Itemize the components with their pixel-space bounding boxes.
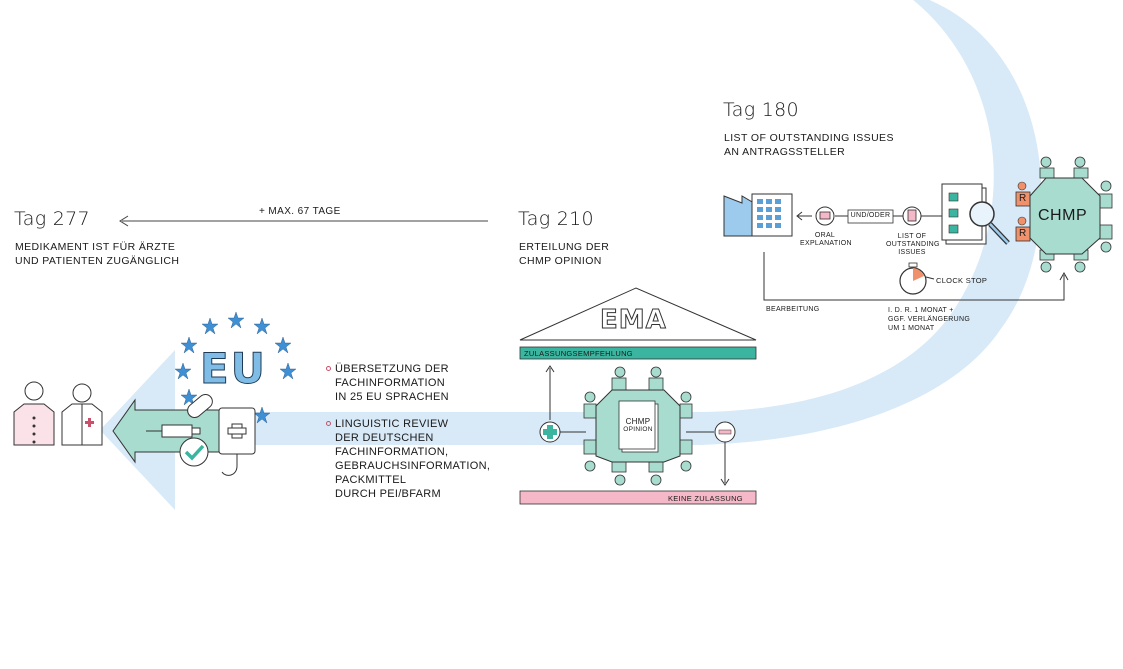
ema-roof: [519, 287, 757, 341]
approval-bar: [519, 346, 757, 360]
pill-icon: [187, 394, 213, 418]
doc-line2: OPINION: [623, 426, 653, 433]
day180-caption-line1: LIST OF OUTSTANDING ISSUES: [724, 132, 894, 144]
bearbeitung-loop: [763, 252, 1065, 301]
step0-line1: FACHINFORMATION: [335, 377, 446, 389]
day277-caption: MEDIKAMENT IST FÜR ÄRZTE UND PATIENTEN Z…: [15, 240, 179, 268]
chmp-table-icon: [1029, 156, 1113, 273]
day277-caption-line1: MEDIKAMENT IST FÜR ÄRZTE: [15, 241, 176, 253]
chmp-opinion-table: [583, 366, 693, 486]
max-days-label: + MAX. 67 TAGE: [259, 206, 341, 217]
day210-caption-line2: CHMP OPINION: [519, 255, 602, 267]
r-badge-top: R: [1019, 193, 1027, 204]
stars-icon: [174, 311, 297, 424]
bearbeitung-label: BEARBEITUNG: [766, 306, 820, 313]
step1-line0: LINGUISTIC REVIEW: [335, 418, 449, 430]
r-badge-bottom: R: [1019, 228, 1027, 239]
step1-line3: GEBRAUCHSINFORMATION,: [335, 460, 491, 472]
duration-line1: I. D. R. 1 MONAT +: [888, 307, 954, 314]
iv-bag-icon: [218, 407, 256, 476]
list-issues-line2: OUTSTANDING: [886, 241, 940, 248]
checklist-icon: [941, 183, 987, 245]
chmp-opinion-doc-label: CHMP OPINION: [620, 418, 656, 434]
clock-stop-label: CLOCK STOP: [936, 276, 988, 285]
rejection-bar-label: KEINE ZULASSUNG: [668, 494, 743, 503]
step1-line5: DURCH PEI/BFARM: [335, 488, 441, 500]
step1-line2: FACHINFORMATION,: [335, 446, 449, 458]
document-icon: [902, 206, 922, 226]
step0-line2: IN 25 EU SPRACHEN: [335, 391, 449, 403]
list-issues-line1: LIST OF: [897, 233, 927, 240]
factory-icon: [723, 193, 793, 237]
day277-caption-line2: UND PATIENTEN ZUGÄNGLICH: [15, 255, 180, 267]
stopwatch-icon: [899, 262, 935, 295]
duration-line2: GGF. VERLÄNGERUNG: [888, 316, 971, 323]
duration-line3: UM 1 MONAT: [888, 325, 935, 332]
check-icon: [179, 437, 209, 467]
minus-icon: [714, 421, 736, 443]
approval-bar-label: ZULASSUNGSEMPFEHLUNG: [524, 349, 633, 358]
day210-caption-line1: ERTEILUNG DER: [519, 241, 610, 253]
patient-icon: [13, 381, 55, 446]
magnifier-icon: [969, 201, 1010, 245]
duration-label: I. D. R. 1 MONAT + GGF. VERLÄNGERUNG UM …: [888, 306, 970, 333]
rapporteur-badges: [1015, 181, 1031, 242]
day180-title: Tag 180: [723, 99, 799, 121]
eu-label: EU: [200, 344, 267, 394]
step-translation: ÜBERSETZUNG DER FACHINFORMATION IN 25 EU…: [326, 362, 490, 404]
plus-icon: [539, 421, 561, 443]
translation-steps: ÜBERSETZUNG DER FACHINFORMATION IN 25 EU…: [326, 362, 490, 514]
day210-title: Tag 210: [518, 208, 594, 230]
doctor-icon: [61, 383, 103, 446]
day180-caption: LIST OF OUTSTANDING ISSUES AN ANTRAGSSTE…: [724, 131, 894, 159]
oral-line2: EXPLANATION: [800, 240, 852, 247]
list-issues-label: LIST OF OUTSTANDING ISSUES: [886, 233, 940, 257]
day180-caption-line2: AN ANTRAGSSTELLER: [724, 146, 846, 158]
doc-line1: CHMP: [625, 417, 651, 426]
rejection-bar: [519, 490, 757, 505]
oral-explanation-icon: [815, 206, 835, 226]
oral-explanation-label: ORAL EXPLANATION: [800, 232, 852, 248]
syringe-icon: [146, 424, 201, 438]
list-issues-line3: ISSUES: [898, 249, 926, 256]
oral-line1: ORAL: [814, 232, 836, 239]
step0-line0: ÜBERSETZUNG DER: [335, 363, 449, 375]
und-oder-label: UND/ODER: [850, 212, 891, 219]
step-linguistic-review: LINGUISTIC REVIEW DER DEUTSCHEN FACHINFO…: [326, 417, 490, 501]
step1-line4: PACKMITTEL: [335, 474, 407, 486]
ema-label: EMA: [600, 305, 667, 336]
chmp-label: CHMP: [1038, 207, 1088, 224]
day277-title: Tag 277: [14, 208, 90, 230]
day210-caption: ERTEILUNG DER CHMP OPINION: [519, 240, 609, 268]
step1-line1: DER DEUTSCHEN: [335, 432, 434, 444]
